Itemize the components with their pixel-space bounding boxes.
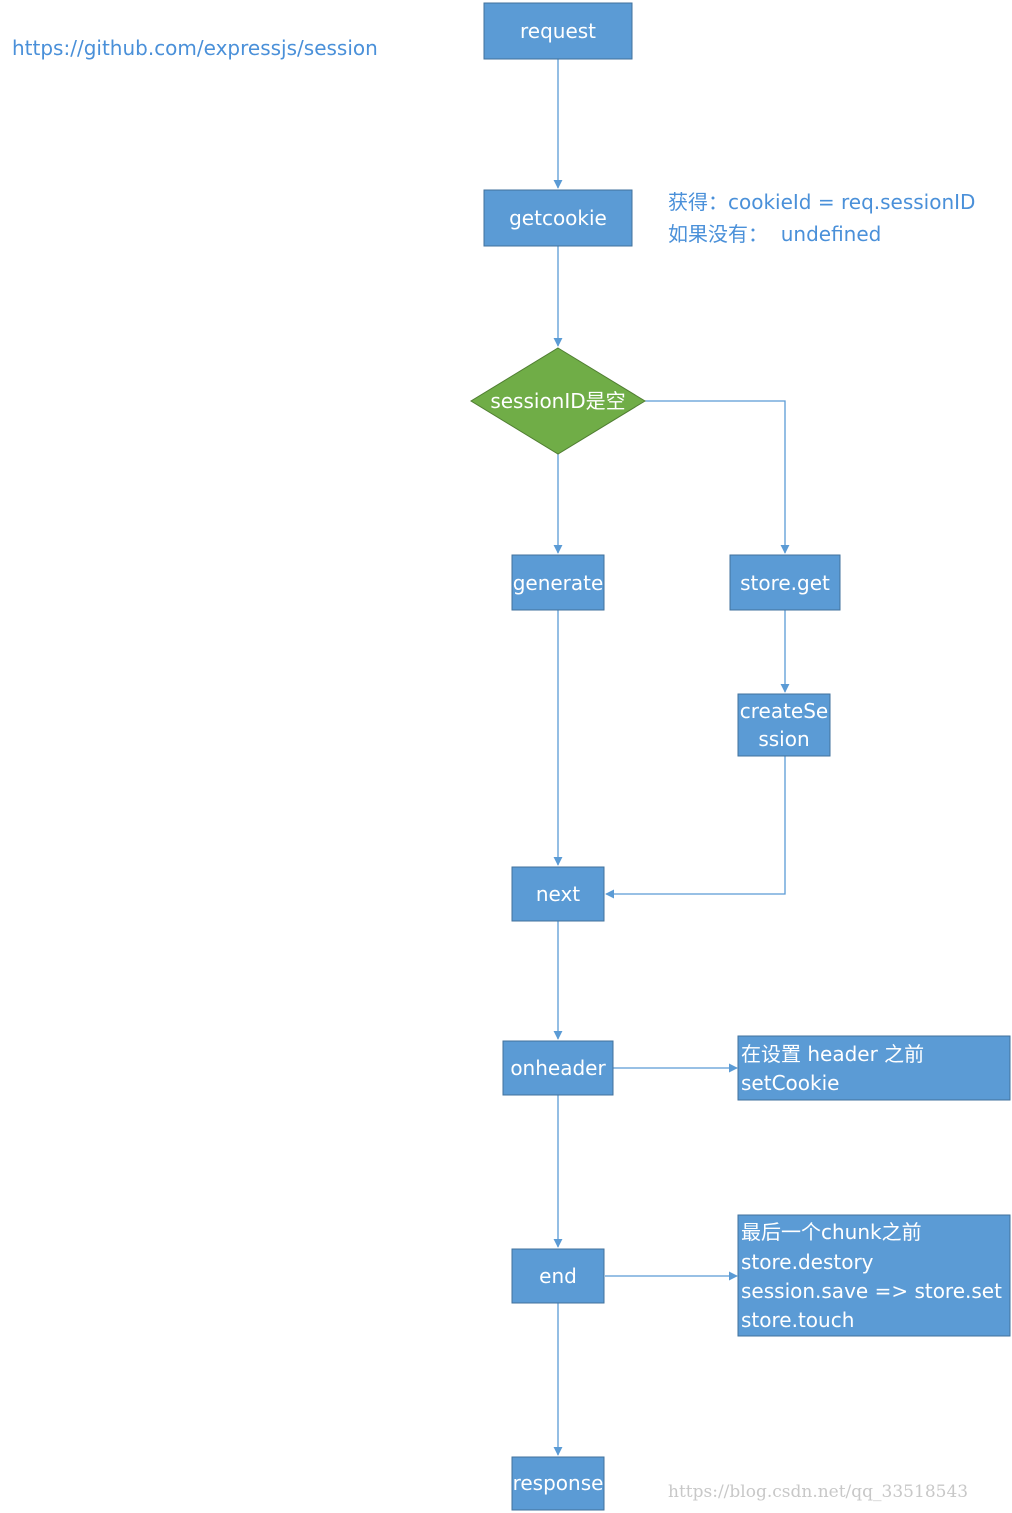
node-response-label: response (513, 1471, 604, 1495)
node-onheader: onheader (502, 1040, 614, 1096)
node-generate-label: generate (513, 571, 604, 595)
node-request-label: request (520, 19, 596, 43)
getcookie-note-line2: 如果没有： undefined (668, 222, 881, 246)
node-generate: generate (511, 554, 605, 611)
end-note-line4: store.touch (741, 1308, 854, 1332)
node-getcookie: getcookie (483, 189, 633, 247)
edge-createsession-next (605, 756, 786, 899)
node-create-session-line1: createSe (740, 699, 829, 723)
getcookie-note: 获得：cookieId = req.sessionID 如果没有： undefi… (668, 190, 975, 246)
node-store-get: store.get (729, 554, 841, 611)
node-onheader-label: onheader (510, 1056, 606, 1080)
end-note-box: 最后一个chunk之前 store.destory session.save =… (737, 1214, 1011, 1337)
node-request: request (483, 2, 633, 60)
node-decision-sessionid-empty: sessionID是空 (470, 347, 646, 455)
node-next: next (511, 866, 605, 922)
source-link[interactable]: https://github.com/expressjs/session (12, 36, 378, 60)
end-note-line3: session.save => store.set (741, 1279, 1002, 1303)
onheader-note-line2: setCookie (741, 1071, 839, 1095)
watermark: https://blog.csdn.net/qq_33518543 (668, 1482, 969, 1502)
getcookie-note-line1: 获得：cookieId = req.sessionID (668, 190, 975, 214)
edge-decision-storeget (645, 400, 790, 554)
node-store-get-label: store.get (740, 571, 830, 595)
node-end-label: end (539, 1264, 577, 1288)
end-note-line2: store.destory (741, 1250, 874, 1274)
edges (553, 59, 790, 1456)
node-response: response (511, 1456, 605, 1511)
node-decision-label: sessionID是空 (490, 389, 625, 413)
onheader-note-box: 在设置 header 之前 setCookie (737, 1035, 1011, 1101)
node-create-session-line2: ssion (758, 727, 809, 751)
node-next-label: next (536, 882, 580, 906)
onheader-note-line1: 在设置 header 之前 (741, 1042, 924, 1066)
node-end: end (511, 1248, 605, 1304)
node-getcookie-label: getcookie (509, 206, 607, 230)
end-note-line1: 最后一个chunk之前 (741, 1220, 922, 1244)
node-create-session: createSe ssion (737, 693, 831, 757)
